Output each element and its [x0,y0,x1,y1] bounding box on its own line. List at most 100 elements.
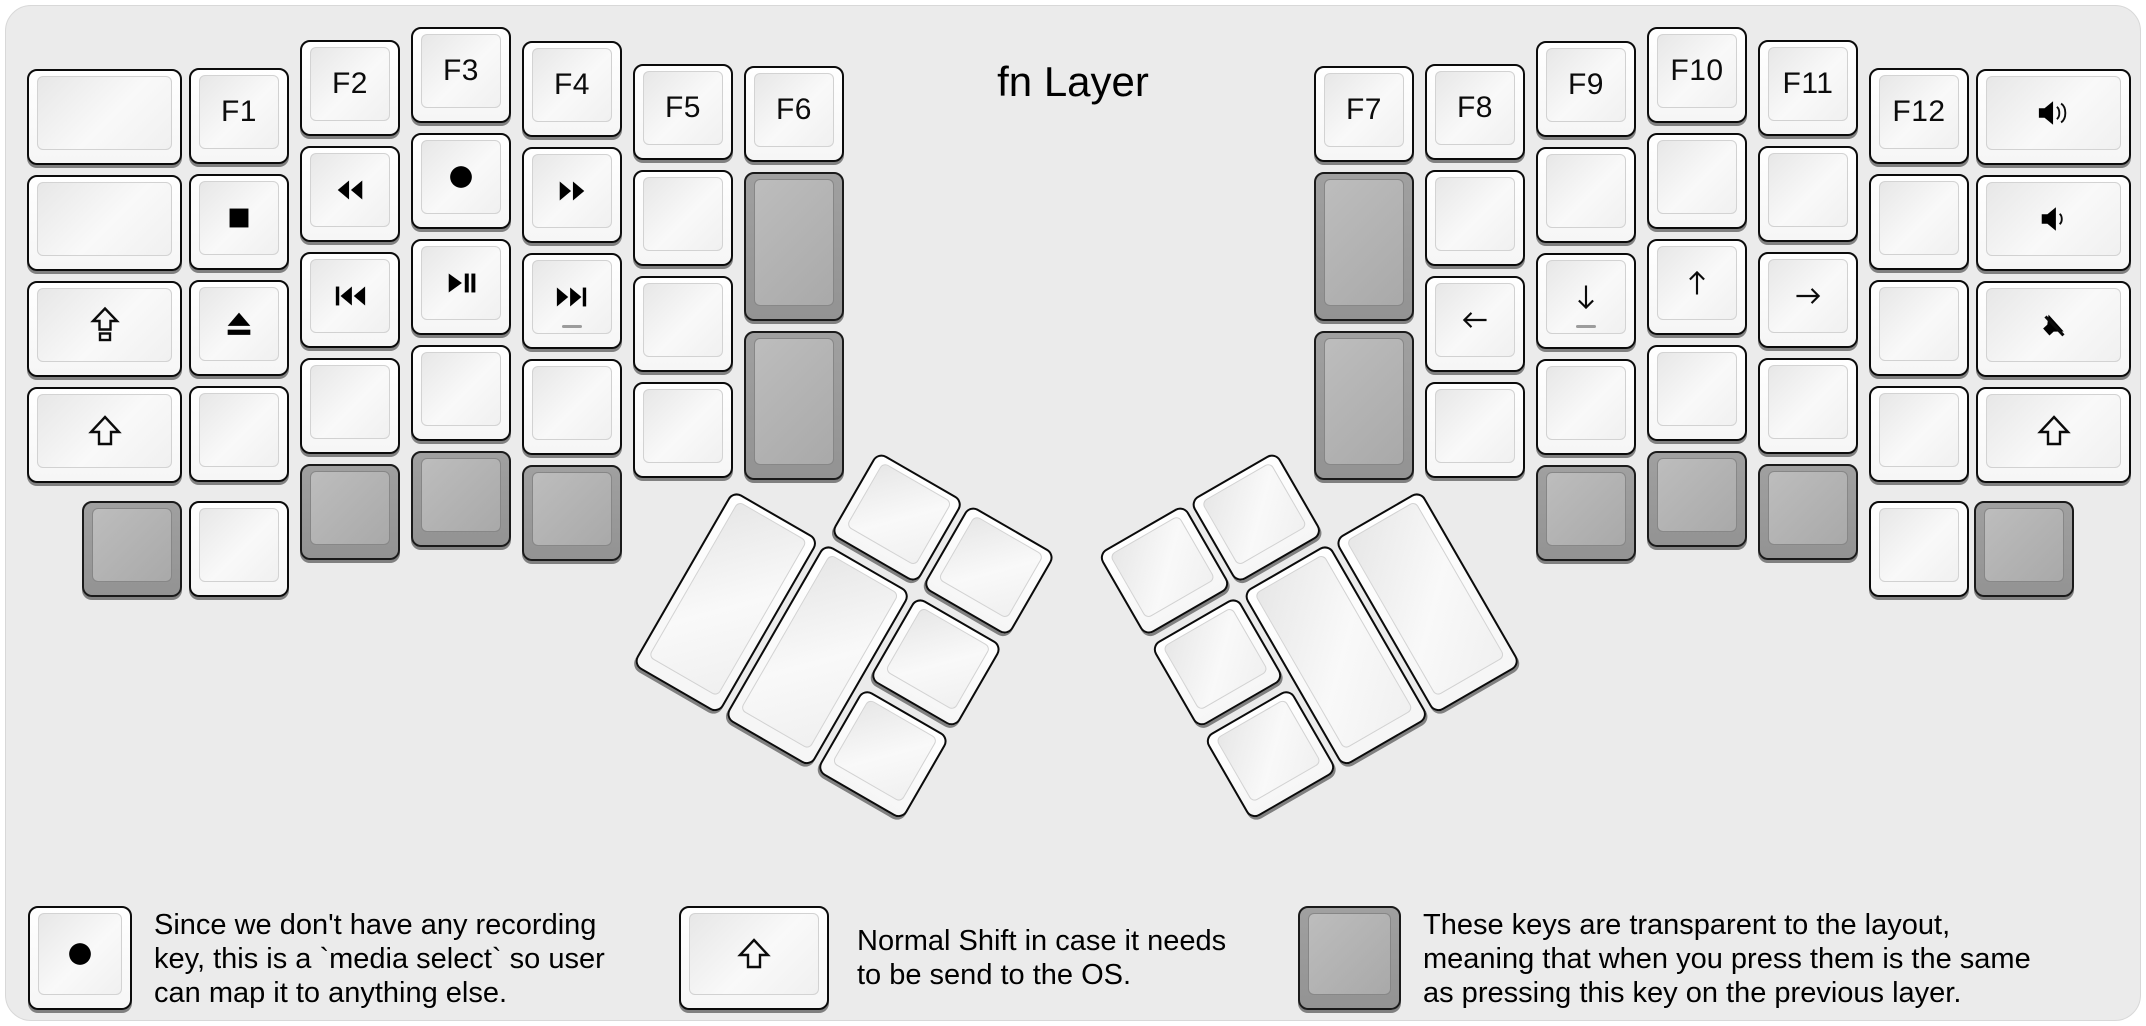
key-f5[interactable]: F5 [633,64,733,160]
key-blank[interactable] [189,501,289,597]
key-label: F10 [1670,54,1724,87]
keycap-surface [532,154,612,228]
key-arrow-right[interactable] [1758,252,1858,348]
key-blank[interactable] [1869,280,1969,376]
key-transparent[interactable] [744,172,844,321]
key-f8[interactable]: F8 [1425,64,1525,160]
key-f7[interactable]: F7 [1314,66,1414,162]
key-f12[interactable]: F12 [1869,68,1969,164]
keycap-content [421,352,501,426]
keycap-surface [310,365,390,439]
key-volume-down[interactable] [1976,175,2131,271]
key-blank[interactable] [27,175,182,271]
key-transparent[interactable] [1314,331,1414,480]
keycap-surface [37,182,172,256]
key-f11[interactable]: F11 [1758,40,1858,136]
key-blank[interactable] [1425,382,1525,478]
keycap-content [1546,260,1626,334]
keycap-content [37,182,172,256]
key-arrow-up[interactable] [1647,239,1747,335]
key-media-fast-forward[interactable] [522,147,622,243]
key-blank[interactable] [633,170,733,266]
keycap-surface [532,366,612,440]
key-caps-lock[interactable] [27,281,182,377]
key-eject[interactable] [189,280,289,376]
keycap-content [643,177,723,251]
keycap-content: F9 [1546,48,1626,122]
key-transparent[interactable] [1974,501,2074,597]
key-transparent[interactable] [411,451,511,547]
key-f3[interactable]: F3 [411,27,511,123]
keycap-content [1768,471,1848,545]
keycap-content [689,913,819,995]
key-f10[interactable]: F10 [1647,27,1747,123]
keycap-surface [37,76,172,150]
key-f9[interactable]: F9 [1536,41,1636,137]
keycap-content [92,508,172,582]
key-f4[interactable]: F4 [522,41,622,137]
key-blank[interactable] [1758,146,1858,242]
key-shift[interactable] [27,387,182,483]
key-arrow-left[interactable] [1425,276,1525,372]
key-blank[interactable] [1536,147,1636,243]
keycap-content [532,472,612,546]
keycap-content [1984,508,2064,582]
key-blank[interactable] [1647,345,1747,441]
keycap-surface [1768,47,1848,121]
key-blank[interactable] [300,358,400,454]
key-blank[interactable] [1869,174,1969,270]
record-icon [63,937,97,971]
key-media-next-track[interactable] [522,253,622,349]
key-media-rewind[interactable] [300,146,400,242]
key-transparent[interactable] [300,464,400,560]
key-blank[interactable] [1869,501,1969,597]
keycap-content [532,366,612,440]
keycap-content [310,153,390,227]
key-blank[interactable] [1536,359,1636,455]
key-media-stop[interactable] [189,174,289,270]
keycap-surface [37,288,172,362]
key-transparent[interactable] [82,501,182,597]
shift-icon [87,413,123,449]
key-blank[interactable] [1647,133,1747,229]
key-blank[interactable] [1425,170,1525,266]
key-arrow-down[interactable] [1536,253,1636,349]
key-transparent[interactable] [522,465,622,561]
key-transparent[interactable] [744,331,844,480]
key-blank[interactable] [522,359,622,455]
key-blank[interactable] [27,69,182,165]
key-blank[interactable] [633,382,733,478]
key-blank[interactable] [1758,358,1858,454]
keycap-surface [1546,154,1626,228]
key-transparent[interactable] [1314,172,1414,321]
key-transparent[interactable] [1758,464,1858,560]
keycap-surface [1768,153,1848,227]
keycap-content: F12 [1879,75,1959,149]
key-label: F3 [442,54,479,87]
keycap-content [832,699,938,803]
key-media-select-record[interactable] [411,133,511,229]
keycap-content [1435,177,1515,251]
key-f1[interactable]: F1 [189,68,289,164]
keycap-content: F11 [1768,47,1848,121]
key-transparent[interactable] [1536,465,1636,561]
legend-text-line: key, this is a `media select` so user [154,943,605,975]
key-shift[interactable] [1976,387,2131,483]
key-f6[interactable]: F6 [744,66,844,162]
key-media-play-pause[interactable] [411,239,511,335]
key-volume-up[interactable] [1976,69,2131,165]
keycap-content [1546,154,1626,228]
key-blank[interactable] [633,276,733,372]
key-blank[interactable] [1869,386,1969,482]
key-label: F12 [1892,95,1946,128]
keycap-surface [1546,48,1626,122]
legend-text-line: Since we don't have any recording [154,909,597,941]
key-f2[interactable]: F2 [300,40,400,136]
key-blank[interactable] [411,345,511,441]
key-media-prev-track[interactable] [300,252,400,348]
key-transparent[interactable] [1647,451,1747,547]
keycap-surface [1657,140,1737,214]
shift-icon [736,936,772,972]
key-blank[interactable] [189,386,289,482]
key-mute[interactable] [1976,281,2131,377]
